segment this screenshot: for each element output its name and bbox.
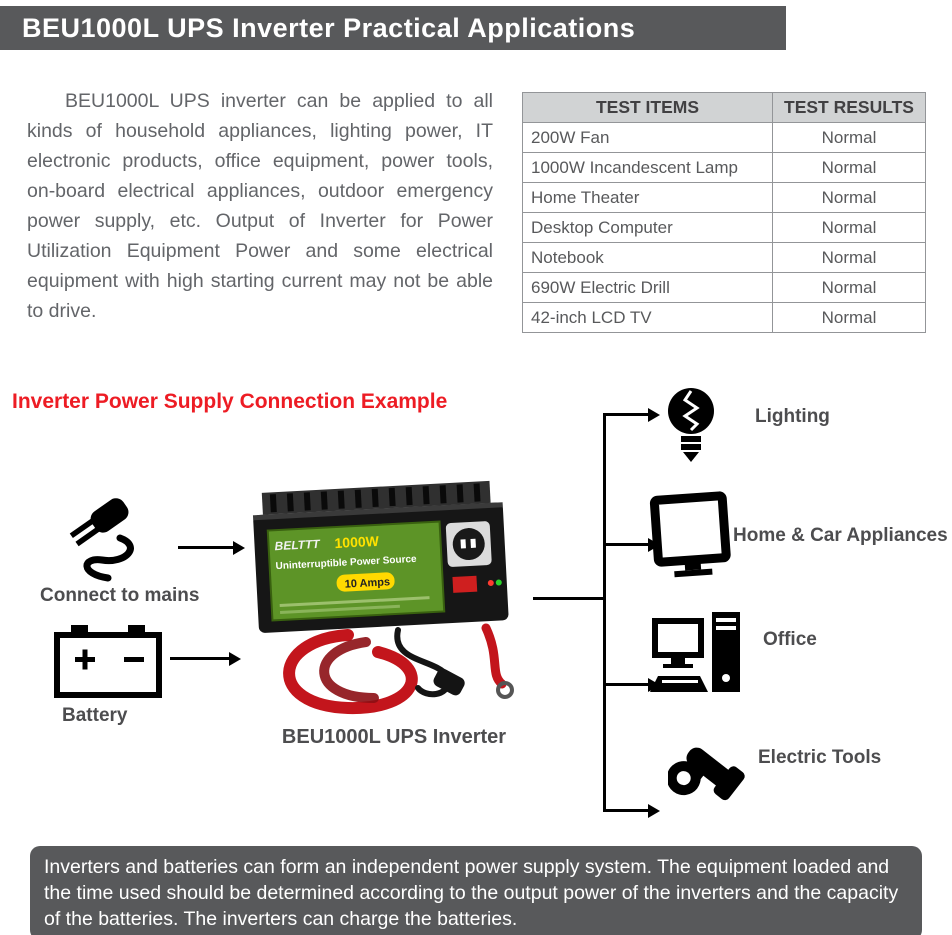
inverter-caption: BEU1000L UPS Inverter xyxy=(281,726,507,748)
footer-note: Inverters and batteries can form an inde… xyxy=(30,846,922,935)
table-row: Desktop Computer Normal xyxy=(522,212,926,243)
arrow-to-office xyxy=(605,683,649,686)
office-label: Office xyxy=(763,629,817,650)
inverter-brand-text: BELTTT xyxy=(274,537,321,553)
test-item: Home Theater xyxy=(522,182,773,213)
battery-label: Battery xyxy=(62,705,128,726)
test-item: 1000W Incandescent Lamp xyxy=(522,152,773,183)
connector-inverter-to-junction xyxy=(533,597,605,600)
lighting-label: Lighting xyxy=(755,406,830,427)
table-header-row: TEST ITEMS TEST RESULTS xyxy=(522,92,926,123)
test-result: Normal xyxy=(772,242,926,273)
light-bulb-icon xyxy=(665,385,717,473)
table-row: 200W Fan Normal xyxy=(522,122,926,153)
intro-paragraph: BEU1000L UPS inverter can be applied to … xyxy=(27,90,493,322)
header-bar: BEU1000L UPS Inverter Practical Applicat… xyxy=(0,6,786,50)
table-row: Home Theater Normal xyxy=(522,182,926,213)
arrow-to-home-appliances xyxy=(605,543,649,546)
table-row: 1000W Incandescent Lamp Normal xyxy=(522,152,926,183)
test-result: Normal xyxy=(772,212,926,243)
inverter-image: BELTTT 1000W Uninterruptible Power Sourc… xyxy=(248,470,540,722)
inverter-power-text: 1000W xyxy=(334,533,380,551)
home-car-appliances-label: Home & Car Appliances xyxy=(733,525,948,546)
test-result: Normal xyxy=(772,302,926,333)
electric-tools-label: Electric Tools xyxy=(758,747,882,768)
table-row: Notebook Normal xyxy=(522,242,926,273)
test-item: 42-inch LCD TV xyxy=(522,302,773,333)
inverter-badge-text: 10 Amps xyxy=(344,576,390,590)
table-header-results: TEST RESULTS xyxy=(772,92,926,123)
connector-vertical-trunk xyxy=(603,413,606,812)
test-item: Notebook xyxy=(522,242,773,273)
arrow-mains-to-inverter xyxy=(178,546,234,549)
arrow-to-lighting xyxy=(605,413,649,416)
tv-icon xyxy=(649,490,733,587)
test-result: Normal xyxy=(772,182,926,213)
table-row: 42-inch LCD TV Normal xyxy=(522,302,926,333)
battery-icon xyxy=(52,620,164,700)
test-results-table: TEST ITEMS TEST RESULTS 200W Fan Normal … xyxy=(522,92,926,333)
table-row: 690W Electric Drill Normal xyxy=(522,272,926,303)
office-computer-icon xyxy=(650,610,742,702)
power-tool-icon xyxy=(668,726,748,820)
test-result: Normal xyxy=(772,152,926,183)
test-item: Desktop Computer xyxy=(522,212,773,243)
test-item: 200W Fan xyxy=(522,122,773,153)
mains-plug-icon xyxy=(58,490,174,584)
page-title: BEU1000L UPS Inverter Practical Applicat… xyxy=(22,12,636,43)
section-title: Inverter Power Supply Connection Example xyxy=(12,390,448,413)
test-result: Normal xyxy=(772,272,926,303)
test-result: Normal xyxy=(772,122,926,153)
connect-to-mains-label: Connect to mains xyxy=(40,585,200,606)
arrow-battery-to-inverter xyxy=(170,657,230,660)
test-item: 690W Electric Drill xyxy=(522,272,773,303)
table-header-items: TEST ITEMS xyxy=(522,92,773,123)
arrow-to-electric-tools xyxy=(605,809,649,812)
